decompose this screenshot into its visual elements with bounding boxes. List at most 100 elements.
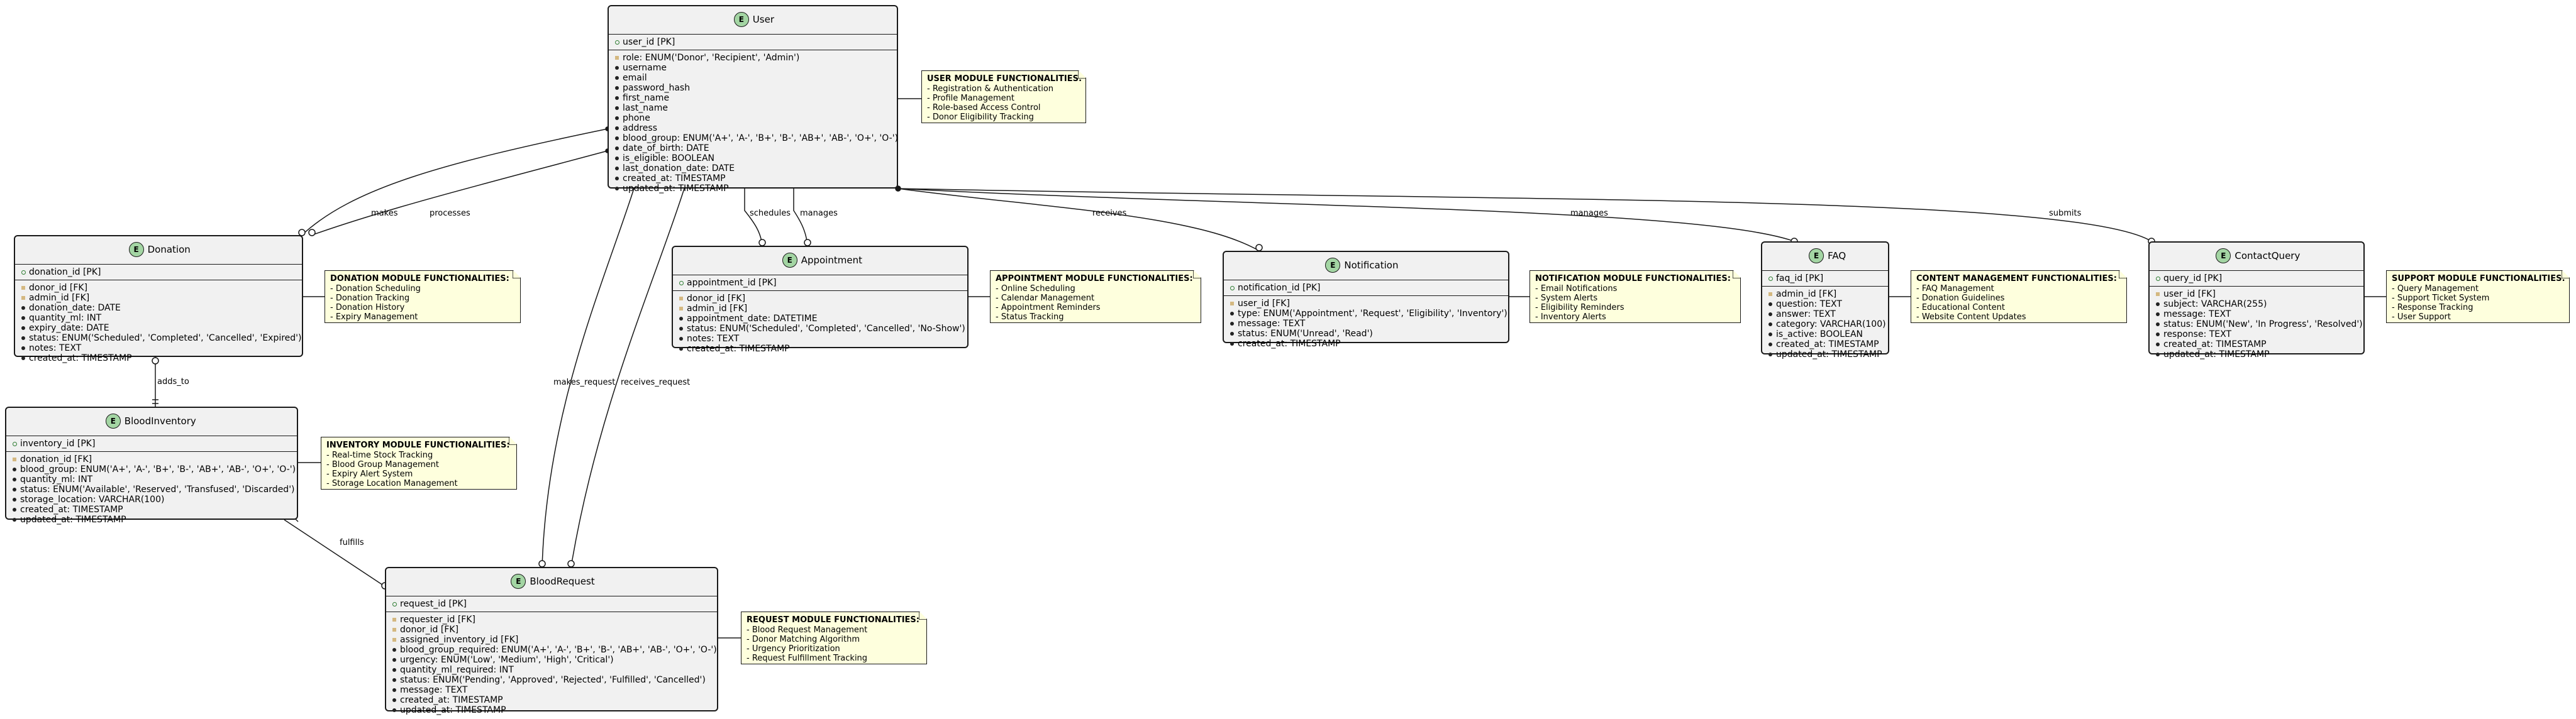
note-title: INVENTORY MODULE FUNCTIONALITIES: <box>326 441 510 450</box>
field-text: status: ENUM('Scheduled', 'Completed', '… <box>687 324 965 334</box>
entity-badge-icon: E <box>2216 248 2231 263</box>
key-icon <box>614 37 623 47</box>
note-fold-icon <box>1078 71 1085 79</box>
field-text: is_active: BOOLEAN <box>1776 329 1863 339</box>
field-text: email <box>623 73 647 83</box>
required-field-icon <box>614 184 623 194</box>
field-row: status: ENUM('Available', 'Reserved', 'T… <box>11 485 295 495</box>
entity-badge-icon: E <box>1809 248 1824 263</box>
field-row: status: ENUM('New', 'In Progress', 'Reso… <box>2155 319 2363 329</box>
note-item: - Response Tracking <box>2392 303 2473 312</box>
foreign-key-icon <box>391 615 400 625</box>
field-text: last_name <box>623 103 668 113</box>
foreign-key-icon <box>20 293 29 303</box>
field-row: message: TEXT <box>2155 309 2358 319</box>
entity-title: ContactQuery <box>2235 250 2301 261</box>
field-row: created_at: TIMESTAMP <box>2155 339 2358 349</box>
field-row: storage_location: VARCHAR(100) <box>11 495 292 505</box>
foreign-key-icon <box>678 294 687 304</box>
field-text: donor_id [FK] <box>400 625 459 635</box>
required-field-icon <box>1767 299 1776 309</box>
note-contact: SUPPORT MODULE FUNCTIONALITIES:- Query M… <box>2386 270 2570 323</box>
field-row: role: ENUM('Donor', 'Recipient', 'Admin'… <box>614 53 892 63</box>
primary-key-text: notification_id [PK] <box>1238 283 1321 293</box>
note-item: - Support Ticket System <box>2392 294 2490 303</box>
note-item: - Donation Guidelines <box>1916 294 2005 303</box>
note-fold-icon <box>1193 271 1201 278</box>
field-row: admin_id [FK] <box>20 293 297 303</box>
field-text: donor_id [FK] <box>687 294 746 304</box>
crow-o-request-1 <box>538 560 546 568</box>
field-row: category: VARCHAR(100) <box>1767 319 1886 329</box>
field-row: date_of_birth: DATE <box>614 143 892 153</box>
required-field-icon <box>391 705 400 715</box>
primary-key-text: inventory_id [PK] <box>20 439 96 449</box>
foreign-key-icon <box>11 454 20 464</box>
primary-key-block: appointment_id [PK] <box>673 275 967 290</box>
required-field-icon <box>11 505 20 515</box>
field-text: donation_date: DATE <box>29 303 121 313</box>
field-row: first_name <box>614 93 892 103</box>
edge-makes <box>301 128 608 236</box>
field-row: quantity_ml: INT <box>11 475 292 485</box>
foreign-key-icon <box>391 625 400 635</box>
field-text: is_eligible: BOOLEAN <box>623 153 715 163</box>
field-list: role: ENUM('Donor', 'Recipient', 'Admin'… <box>609 50 898 197</box>
field-row: message: TEXT <box>1229 319 1503 329</box>
field-text: answer: TEXT <box>1776 309 1836 319</box>
primary-key-row: faq_id [PK] <box>1767 273 1883 283</box>
required-field-icon <box>2155 349 2163 360</box>
required-field-icon <box>1767 309 1776 319</box>
field-row: created_at: TIMESTAMP <box>391 695 712 705</box>
field-row: blood_group: ENUM('A+', 'A-', 'B+', 'B-'… <box>11 464 296 475</box>
field-row: blood_group_required: ENUM('A+', 'A-', '… <box>391 645 717 655</box>
field-text: updated_at: TIMESTAMP <box>1776 349 1882 360</box>
field-text: admin_id [FK] <box>687 304 748 314</box>
field-text: created_at: TIMESTAMP <box>687 344 790 354</box>
edge-label-receives-request: receives_request <box>621 378 691 387</box>
note-item: - Appointment Reminders <box>996 303 1101 312</box>
field-text: updated_at: TIMESTAMP <box>2163 349 2270 360</box>
field-text: admin_id [FK] <box>1776 289 1837 299</box>
edge-manages-faq <box>897 188 1795 242</box>
primary-key-row: query_id [PK] <box>2155 273 2358 283</box>
field-list: donor_id [FK]admin_id [FK]donation_date:… <box>15 280 302 367</box>
entity-title: Notification <box>1344 260 1399 271</box>
field-text: storage_location: VARCHAR(100) <box>20 495 165 505</box>
field-text: phone <box>623 113 650 123</box>
edge-label-processes: processes <box>430 209 470 218</box>
primary-key-text: request_id [PK] <box>400 599 467 609</box>
edge-label-makes-request: makes_request <box>553 378 616 387</box>
note-inventory: INVENTORY MODULE FUNCTIONALITIES:- Real-… <box>321 437 517 490</box>
field-row: donor_id [FK] <box>391 625 712 635</box>
note-item: - Educational Content <box>1916 303 2005 312</box>
field-row: status: ENUM('Unread', 'Read') <box>1229 329 1503 339</box>
required-field-icon <box>1767 349 1776 360</box>
required-field-icon <box>678 344 687 354</box>
field-row: expiry_date: DATE <box>20 323 297 333</box>
foreign-key-icon <box>2155 289 2163 299</box>
field-list: donor_id [FK]admin_id [FK]appointment_da… <box>673 291 967 358</box>
field-row: updated_at: TIMESTAMP <box>2155 349 2358 360</box>
field-text: created_at: TIMESTAMP <box>623 173 726 184</box>
field-text: admin_id [FK] <box>29 293 90 303</box>
required-field-icon <box>20 333 29 343</box>
note-item: - Donation Tracking <box>330 294 410 303</box>
note-item: - Email Notifications <box>1535 284 1618 294</box>
field-text: created_at: TIMESTAMP <box>2163 339 2267 349</box>
note-request: REQUEST MODULE FUNCTIONALITIES:- Blood R… <box>741 612 927 664</box>
field-text: assigned_inventory_id [FK] <box>400 635 519 645</box>
field-row: is_eligible: BOOLEAN <box>614 153 892 163</box>
required-field-icon <box>1767 329 1776 339</box>
required-field-icon <box>678 334 687 344</box>
field-text: status: ENUM('New', 'In Progress', 'Reso… <box>2163 319 2363 329</box>
note-item: - Registration & Authentication <box>927 84 1054 94</box>
note-notification: NOTIFICATION MODULE FUNCTIONALITIES:- Em… <box>1530 270 1741 323</box>
note-item: - Inventory Alerts <box>1535 312 1606 322</box>
required-field-icon <box>20 353 29 363</box>
crow-o-inventory <box>152 357 159 365</box>
required-field-icon <box>678 324 687 334</box>
required-field-icon <box>614 93 623 103</box>
